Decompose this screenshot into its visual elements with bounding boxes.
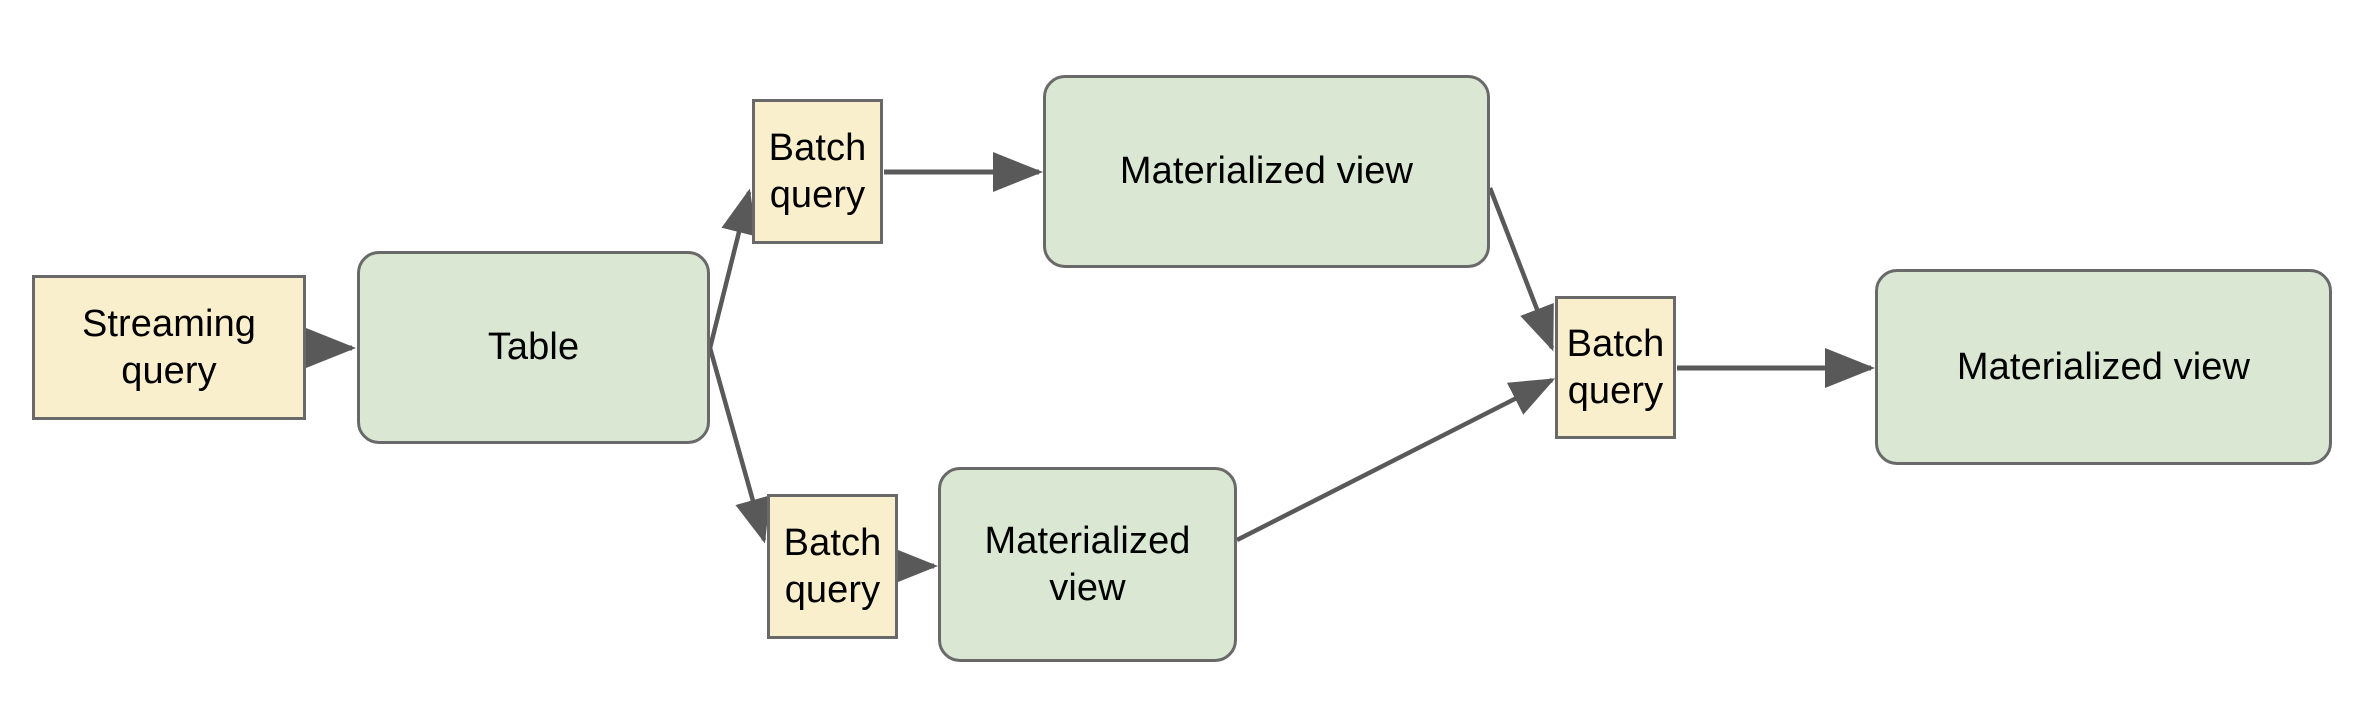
node-label: Batch query [768,127,867,216]
edge-table-to-batch-bottom [707,347,771,544]
node-label: Streaming query [81,303,257,392]
node-label: Materialized view [1119,150,1414,193]
edge-mv-top-to-join [1487,187,1555,352]
node-label: Table [487,326,580,369]
node-label: Batch query [1566,323,1665,412]
node-batch-query-bottom[interactable]: Batch query [767,494,898,639]
node-label: Materialized view [984,520,1191,609]
node-materialized-view-top[interactable]: Materialized view [1043,75,1490,268]
node-label: Batch query [783,522,882,611]
node-batch-query-top[interactable]: Batch query [752,99,883,244]
node-streaming-query[interactable]: Streaming query [32,275,306,420]
node-materialized-view-bottom[interactable]: Materialized view [938,467,1237,662]
node-table[interactable]: Table [357,251,710,444]
edge-mv-bottom-to-join [1235,377,1556,543]
edge-table-to-batch-top [707,188,757,349]
node-label: Materialized view [1956,345,2251,388]
node-materialized-view-final[interactable]: Materialized view [1875,269,2332,465]
node-batch-query-join[interactable]: Batch query [1555,296,1676,439]
